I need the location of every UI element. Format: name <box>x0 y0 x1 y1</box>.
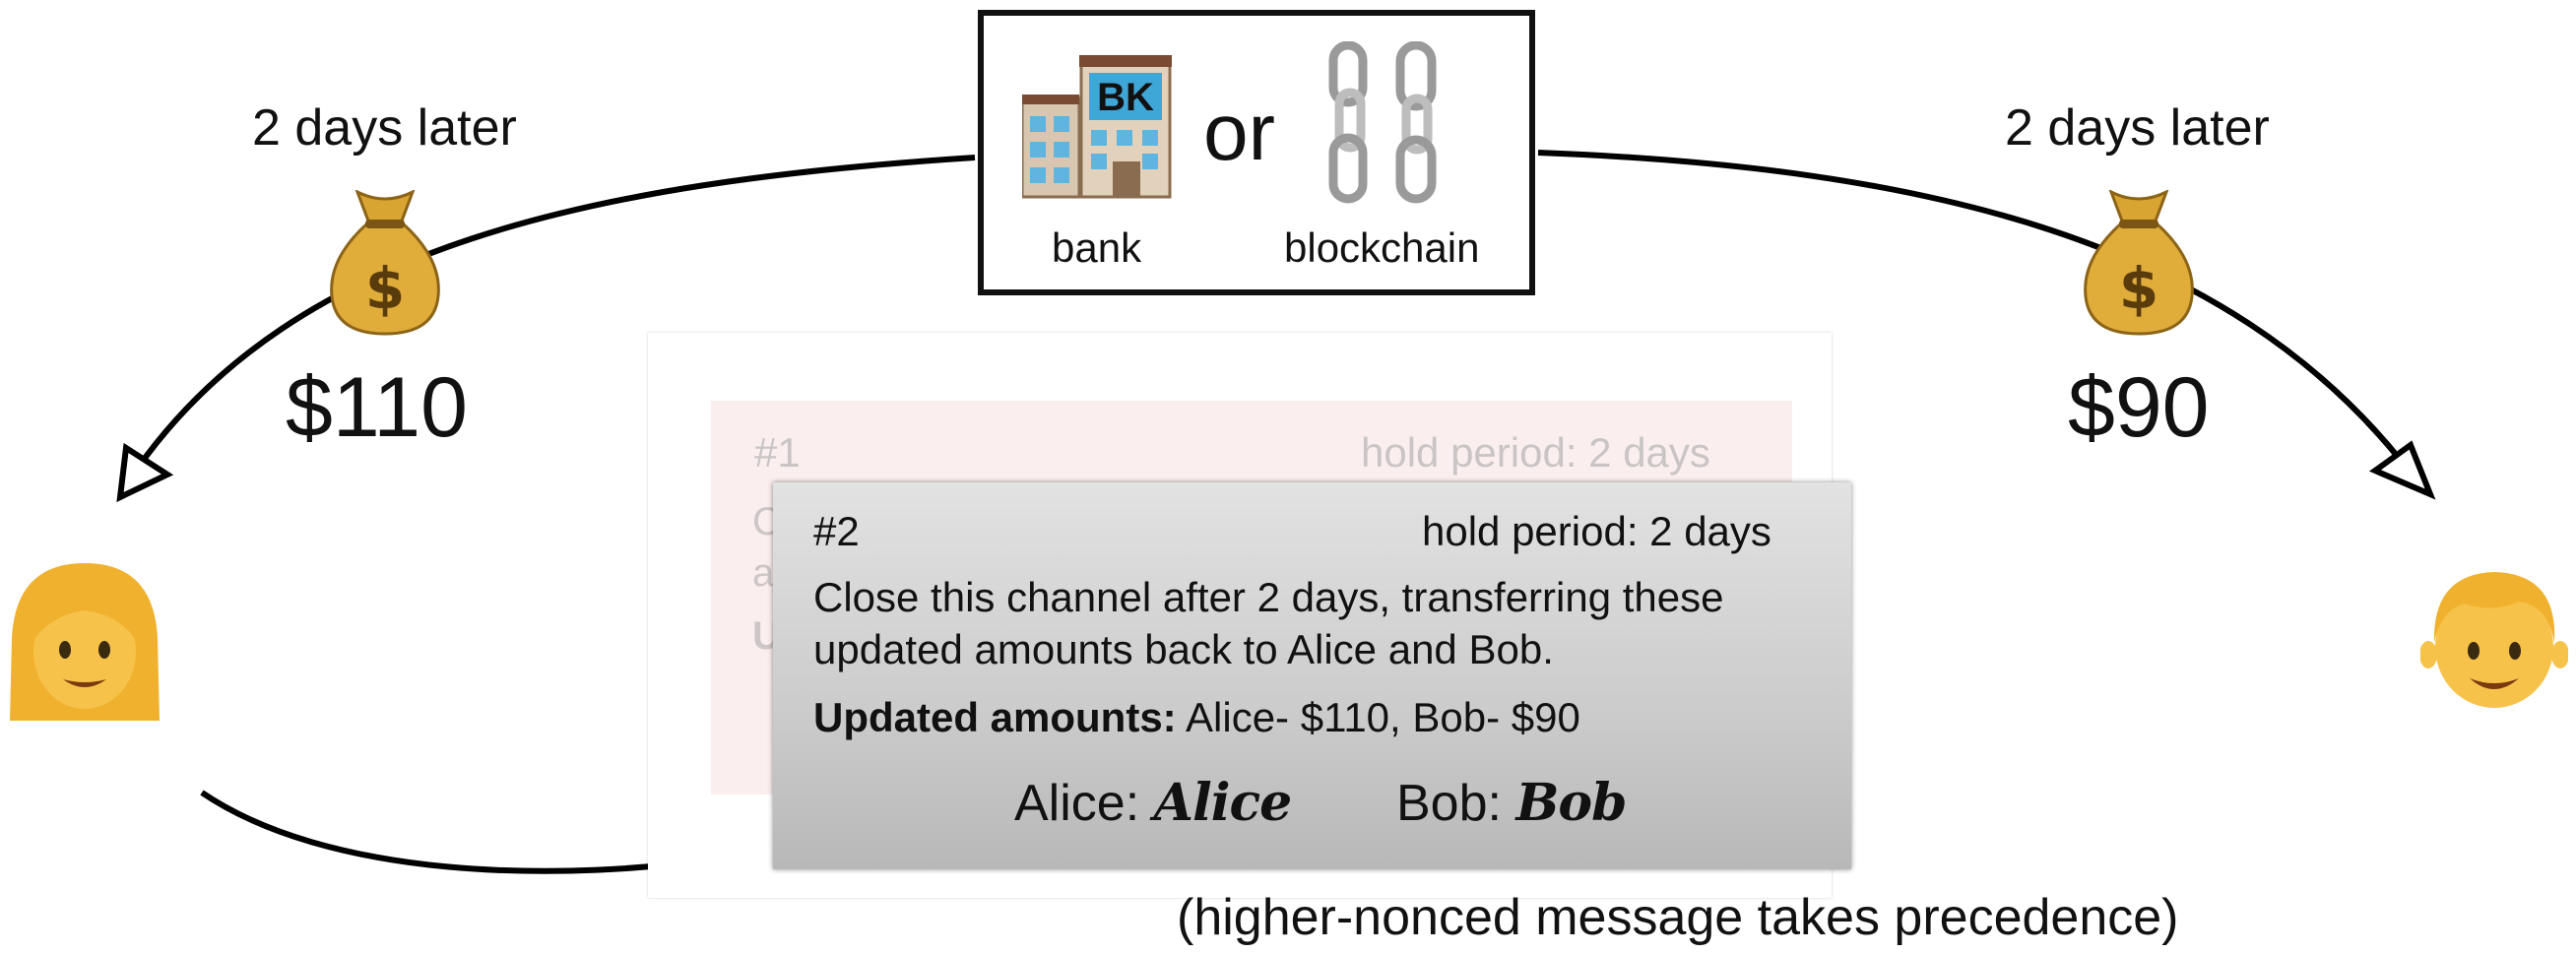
message-1-nonce: #1 <box>754 429 801 476</box>
amounts-label: Updated amounts: <box>813 694 1177 740</box>
institution-box <box>978 10 1535 295</box>
chain-icon <box>1328 41 1437 204</box>
money-bag-icon: $ <box>330 190 440 336</box>
woman-icon <box>10 563 160 721</box>
bank-sign: BK <box>1097 76 1154 119</box>
right-bag-symbol: $ <box>2119 255 2158 322</box>
amounts-value: Alice- $110, Bob- $90 <box>1176 694 1580 740</box>
message-2-hold-period: hold period: 2 days <box>1422 508 1771 554</box>
left-amount: $110 <box>286 360 468 455</box>
precedence-footnote: (higher-nonced message takes precedence) <box>1177 889 2179 946</box>
blockchain-label: blockchain <box>1284 224 1480 271</box>
money-bag-icon: $ <box>2084 190 2194 336</box>
right-delay-label: 2 days later <box>2005 99 2270 157</box>
bank-label: bank <box>1052 224 1142 271</box>
arrow-bank-to-bob <box>1537 150 2406 465</box>
man-icon <box>2420 572 2568 708</box>
alice-label: Alice: <box>1014 775 1140 832</box>
alice-signature: Alice <box>1153 773 1293 833</box>
message-2-amounts: Updated amounts: Alice- $110, Bob- $90 <box>813 691 1580 743</box>
arrow-bank-to-alice <box>135 155 976 470</box>
bob-signature: Bob <box>1515 773 1627 833</box>
message-2-line-2: updated amounts back to Alice and Bob. <box>813 626 1554 672</box>
right-amount: $90 <box>2068 360 2210 455</box>
message-2-nonce: #2 <box>813 508 860 554</box>
arrowhead-bob <box>2368 440 2436 500</box>
arrowhead-alice <box>116 442 174 503</box>
or-word: or <box>1203 88 1275 177</box>
left-bag-symbol: $ <box>365 255 405 322</box>
bob-signature-line: Bob: Bob <box>1396 773 1627 833</box>
message-1-hold-period: hold period: 2 days <box>1361 429 1710 476</box>
left-delay-label: 2 days later <box>252 99 517 157</box>
message-2-line-1: Close this channel after 2 days, transfe… <box>813 574 1724 620</box>
message-1-partial-line-2: a <box>752 551 775 595</box>
alice-signature-line: Alice: Alice <box>1014 773 1293 833</box>
bank-building-icon: BK <box>1022 55 1172 199</box>
bob-label: Bob: <box>1396 775 1502 832</box>
message-card-2 <box>773 482 1851 869</box>
